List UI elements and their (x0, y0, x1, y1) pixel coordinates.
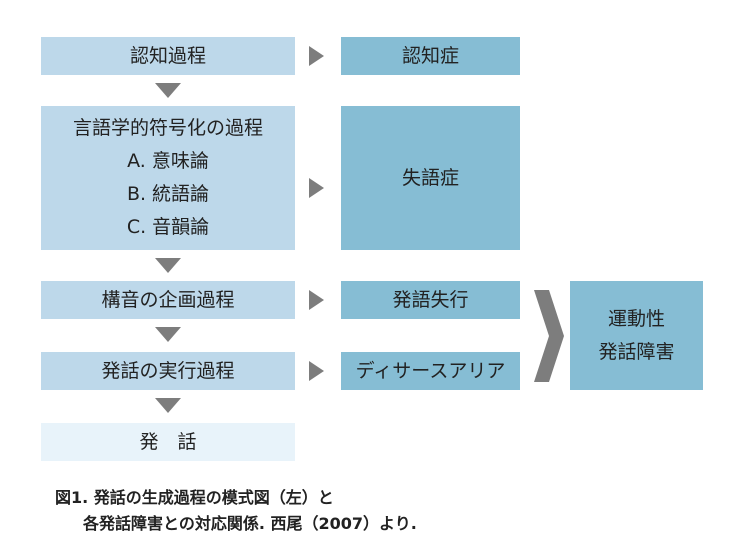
right-arrow-icon (309, 290, 324, 310)
right-arrow-icon (309, 46, 324, 66)
disorder-aphasia-label: 失語症 (401, 166, 459, 189)
disorder-dementia-label: 認知症 (401, 44, 459, 67)
process-execution-label: 発話の実行過程 (101, 359, 235, 382)
process-linguistic-sub-b: B. 統語論 (126, 183, 210, 205)
process-cognition-box: 認知過程 (41, 37, 295, 75)
process-speech-label: 発 話 (139, 430, 197, 453)
figure-caption: 図1. 発話の生成過程の模式図（左）と 各発話障害との対応関係. 西尾（2007… (55, 485, 417, 536)
process-cognition-label: 認知過程 (129, 44, 206, 67)
caption-line2: 各発話障害との対応関係. 西尾（2007）より. (83, 513, 417, 533)
disorder-dysarthria-box: ディサースアリア (341, 352, 520, 390)
process-linguistic-title: 言語学的符号化の過程 (72, 117, 263, 139)
disorder-dysarthria-label: ディサースアリア (355, 359, 506, 382)
down-arrow-icon (155, 327, 181, 342)
process-planning-box: 構音の企画過程 (41, 281, 295, 319)
right-arrow-icon (309, 361, 324, 381)
down-arrow-icon (155, 83, 181, 98)
process-execution-box: 発話の実行過程 (41, 352, 295, 390)
disorder-motor-speech-box: 運動性 発話障害 (570, 281, 703, 390)
right-arrow-icon (309, 178, 324, 198)
disorder-dementia-box: 認知症 (341, 37, 520, 75)
disorder-aphasia-box: 失語症 (341, 106, 520, 250)
process-linguistic-sub-a: A. 意味論 (127, 150, 209, 172)
disorder-apraxia-box: 発語失行 (341, 281, 520, 319)
chevron-right-icon (534, 290, 564, 382)
process-linguistic-sub-c: C. 音韻論 (126, 216, 210, 238)
caption-line1: 図1. 発話の生成過程の模式図（左）と (55, 488, 334, 507)
down-arrow-icon (155, 398, 181, 413)
process-speech-box: 発 話 (41, 423, 295, 461)
process-planning-label: 構音の企画過程 (101, 288, 235, 311)
process-linguistic-box: 言語学的符号化の過程 A. 意味論 B. 統語論 C. 音韻論 (41, 106, 295, 250)
disorder-apraxia-label: 発語失行 (392, 288, 469, 311)
disorder-motor-line2: 発話障害 (598, 340, 675, 363)
down-arrow-icon (155, 258, 181, 273)
disorder-motor-line1: 運動性 (607, 307, 665, 330)
